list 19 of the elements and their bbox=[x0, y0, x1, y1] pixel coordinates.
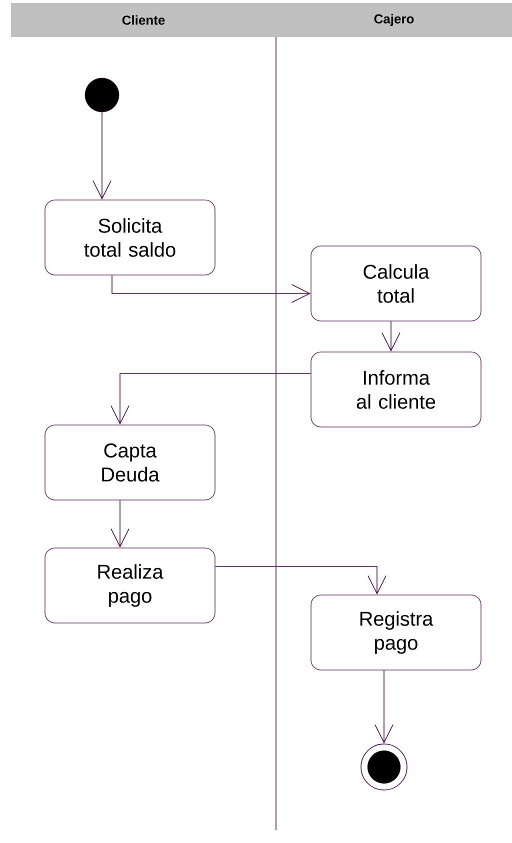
node-label: Cajero bbox=[374, 14, 414, 26]
lane-header: Cliente bbox=[11, 3, 276, 37]
arrow bbox=[92, 112, 112, 200]
start-dot bbox=[84, 78, 120, 112]
arrow bbox=[112, 275, 311, 303]
end-bullseye bbox=[360, 744, 408, 790]
lane-header: Cajero bbox=[276, 3, 512, 37]
activity-box: Informa al cliente bbox=[310, 352, 482, 428]
activity-box: Capta Deuda bbox=[44, 424, 216, 500]
node-label: Cliente bbox=[122, 15, 165, 25]
activity-box: Calcula total bbox=[310, 246, 482, 322]
activity-box: Solicita total saldo bbox=[44, 200, 216, 276]
arrow bbox=[382, 321, 400, 352]
arrow bbox=[215, 566, 386, 595]
arrow bbox=[110, 373, 311, 425]
arrow bbox=[374, 670, 394, 744]
activity-box: Registra pago bbox=[310, 594, 482, 670]
arrow bbox=[110, 500, 130, 548]
activity-box: Realiza pago bbox=[44, 548, 216, 624]
